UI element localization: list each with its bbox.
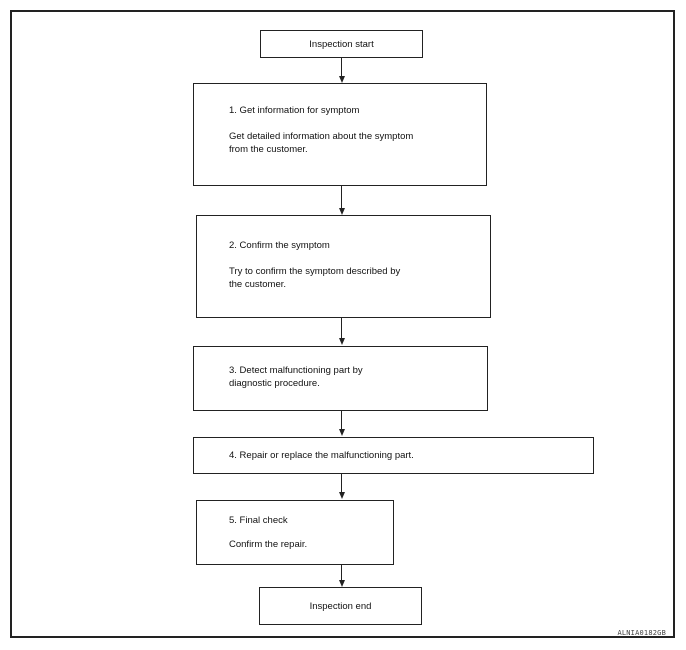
connector-line: [341, 474, 343, 493]
diagram-frame: [10, 10, 675, 638]
start-label: Inspection start: [309, 38, 374, 50]
figure-code: ALNIA0182GB: [617, 629, 666, 637]
step-description: Confirm the repair.: [229, 539, 308, 550]
step-title: 5. Final check: [229, 515, 288, 526]
step-box-1: 1. Get information for symptom Get detai…: [193, 83, 487, 186]
connector-line: [341, 186, 343, 209]
step-description: Try to confirm the symptom described by …: [229, 266, 401, 290]
step-box-3: 3. Detect malfunctioning part by diagnos…: [193, 346, 488, 411]
step-box-5: 5. Final check Confirm the repair.: [196, 500, 394, 565]
step-title: 1. Get information for symptom: [229, 105, 360, 116]
start-box: Inspection start: [260, 30, 423, 58]
connector-line: [341, 565, 343, 581]
arrow-head: [338, 580, 345, 587]
arrow-head: [338, 492, 345, 499]
step-title: 2. Confirm the symptom: [229, 240, 330, 251]
arrow-head: [338, 208, 345, 215]
connector-line: [341, 318, 343, 339]
step-title: 3. Detect malfunctioning part by diagnos…: [229, 365, 363, 389]
step-title: 4. Repair or replace the malfunctioning …: [229, 450, 414, 461]
arrow-head: [338, 429, 345, 436]
end-box: Inspection end: [259, 587, 422, 625]
step-box-4: 4. Repair or replace the malfunctioning …: [193, 437, 594, 474]
arrow-head: [338, 338, 345, 345]
step-description: Get detailed information about the sympt…: [229, 131, 414, 155]
step-box-2: 2. Confirm the symptom Try to confirm th…: [196, 215, 491, 318]
end-label: Inspection end: [309, 600, 372, 612]
arrow-head: [338, 76, 345, 83]
connector-line: [341, 58, 343, 77]
connector-line: [341, 411, 343, 430]
